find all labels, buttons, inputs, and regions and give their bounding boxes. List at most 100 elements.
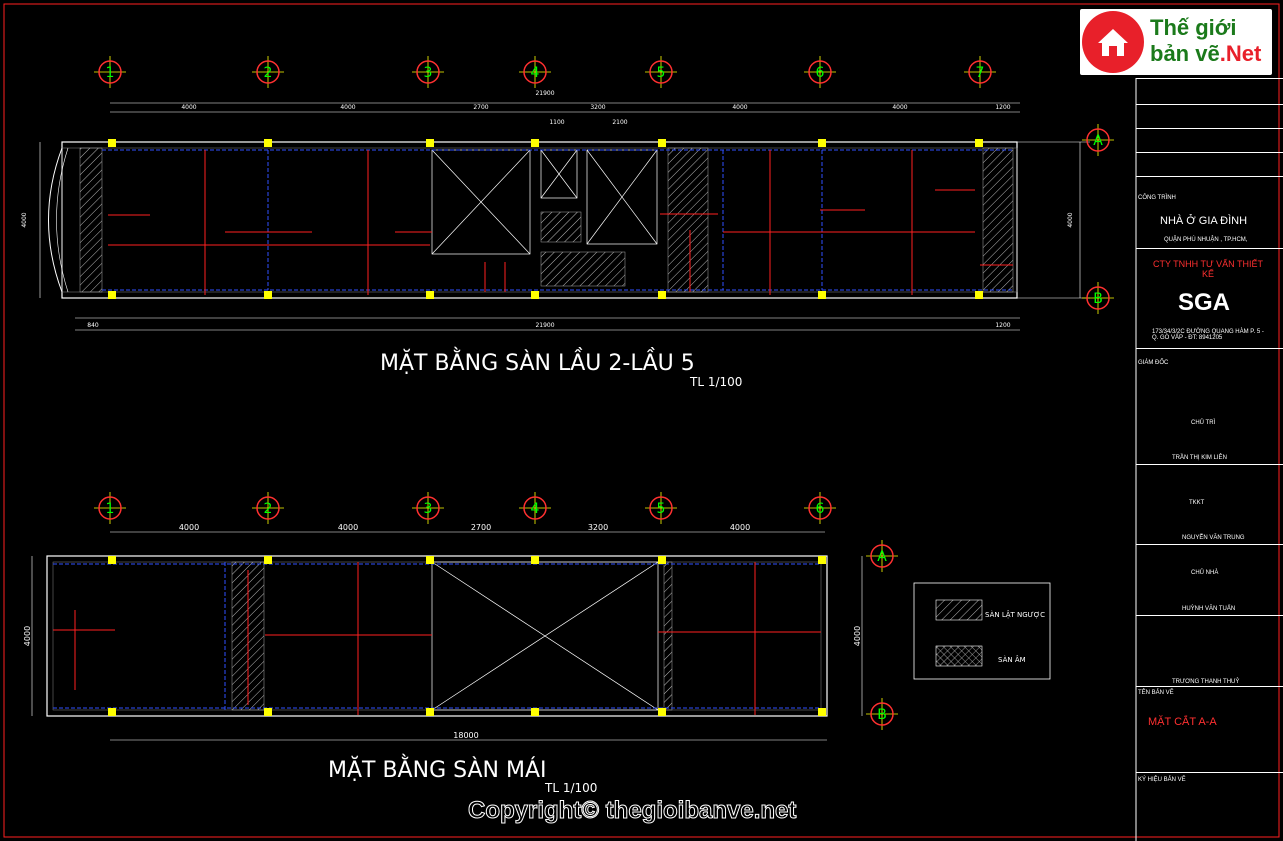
plan1-side-dim: 4000 (21, 212, 28, 227)
svg-text:5: 5 (657, 65, 666, 81)
plan2-scale: TL 1/100 (544, 781, 597, 795)
axis-marker-2: 2 (252, 56, 284, 88)
ky-hieu-label: KÝ HIỆU BẢN VẼ (1138, 777, 1186, 783)
rebar-lines (108, 150, 1013, 295)
company-address: 173/34/3/2C ĐƯỜNG QUANG HÀM P. 5 - Q. GÒ… (1152, 329, 1264, 341)
logo-text-net: .Net (1219, 41, 1262, 66)
axis-marker-6: 6 (804, 56, 836, 88)
svg-text:6: 6 (816, 65, 825, 81)
plan2-axis-markers: 1 2 3 4 5 6A B (94, 492, 898, 730)
plan-2-roof (31, 531, 863, 741)
logo-text-line2: bản vẽ.Net (1150, 41, 1261, 67)
plan1-bottom-dim: 1200 (995, 322, 1010, 329)
address-value: QUẬN PHÚ NHUẬN , TP.HCM, (1164, 237, 1248, 243)
svg-text:4: 4 (531, 65, 540, 81)
plan1-axis-markers: 1 2 3 4 5 6 7A B (94, 56, 1114, 314)
svg-text:1: 1 (106, 501, 115, 517)
svg-text:3: 3 (424, 65, 433, 81)
svg-text:5: 5 (657, 501, 666, 517)
roof-axis-marker-row-B: B (866, 698, 898, 730)
plan1-bottom-dim: 840 (87, 322, 99, 329)
svg-text:2: 2 (264, 501, 273, 517)
giam-doc-label: GIÁM ĐỐC (1138, 360, 1169, 366)
consultant-name: CTY TNHH TƯ VẤN THIẾT KẾ (1152, 259, 1264, 279)
axis-marker-1: 1 (94, 56, 126, 88)
axis-marker-5: 5 (645, 56, 677, 88)
plan2-side-dim-right: 4000 (853, 626, 862, 646)
roof-slab-outline (46, 555, 828, 717)
roof-axis-marker-6: 6 (804, 492, 836, 524)
svg-text:B: B (877, 707, 887, 723)
extra-name-value: TRƯƠNG THANH THUỶ (1172, 679, 1240, 685)
ten-ban-ve-label: TÊN BẢN VẼ (1138, 690, 1174, 696)
plan1-sub-dim: 2100 (612, 119, 627, 126)
roof-axis-marker-5: 5 (645, 492, 677, 524)
company-name: SGA (1178, 289, 1231, 316)
plan1-top-total-dim: 21900 (535, 90, 554, 97)
logo-text-bando: bản vẽ (1150, 41, 1220, 66)
tkkt-label: TKKT (1189, 500, 1205, 506)
plan2-bottom-total-dim: 18000 (453, 731, 478, 740)
plan2-title: MẶT BẰNG SÀN MÁI (328, 754, 547, 783)
plan2-top-dim: 2700 (471, 523, 491, 532)
copyright-watermark: Copyright© thegioibanve.net (467, 797, 797, 825)
beams (102, 149, 1013, 291)
plan1-top-dim: 2700 (473, 104, 488, 111)
legend-label-flipped-slab: SÀN LẬT NGƯỢC (985, 610, 1045, 619)
legend-label-sunken-slab: SÀN ÂM (998, 655, 1026, 664)
roof-axis-marker-2: 2 (252, 492, 284, 524)
chu-nha-label: CHỦ NHÀ (1191, 570, 1219, 576)
plan2-top-dim: 4000 (179, 523, 199, 532)
plan1-top-dim: 4000 (181, 104, 196, 111)
chu-tri-value: TRẦN THỊ KIM LIÊN (1172, 455, 1227, 461)
legend (913, 582, 1051, 680)
cong-trinh-value: NHÀ Ở GIA ĐÌNH (1160, 215, 1248, 227)
plan1-title: MẶT BẰNG SÀN LẦU 2-LẦU 5 (380, 347, 695, 376)
svg-text:1: 1 (106, 65, 115, 81)
axis-marker-7: 7 (964, 56, 996, 88)
chu-nha-value: HUỲNH VĂN TUẤN (1182, 606, 1236, 612)
plan1-sub-dim: 1100 (549, 119, 564, 126)
svg-text:4: 4 (531, 501, 540, 517)
axis-marker-3: 3 (412, 56, 444, 88)
plan1-bottom-dim: 21900 (535, 322, 554, 329)
roof-axis-marker-3: 3 (412, 492, 444, 524)
svg-text:6: 6 (816, 501, 825, 517)
columns (108, 139, 983, 299)
plan2-top-dim: 4000 (730, 523, 750, 532)
svg-text:2: 2 (264, 65, 273, 81)
axis-marker-4: 4 (519, 56, 551, 88)
plan1-scale: TL 1/100 (689, 375, 742, 389)
legend-swatch-sunken-slab (935, 645, 983, 667)
dimension-labels: 21900 4000 4000 2700 3200 4000 4000 1200 1100 210… (21, 90, 1074, 740)
svg-text:7: 7 (976, 65, 985, 81)
chu-tri-label: CHỦ TRÌ (1191, 420, 1216, 426)
svg-text:B: B (1093, 291, 1103, 307)
plan1-top-dim: 3200 (590, 104, 605, 111)
plan1-top-dim: 4000 (892, 104, 907, 111)
hatch-areas (79, 147, 1014, 293)
plan1-top-dim: 4000 (340, 104, 355, 111)
legend-swatch-flipped-slab (935, 599, 983, 621)
roof-axis-marker-4: 4 (519, 492, 551, 524)
site-logo: Thế giới bản vẽ.Net (1080, 9, 1272, 75)
plan2-top-dim: 3200 (588, 523, 608, 532)
logo-text-line1: Thế giới (1150, 15, 1237, 40)
sheet-border (3, 3, 1280, 838)
svg-text:A: A (1093, 133, 1103, 149)
ten-ban-ve-value: MẶT CẮT A-A (1148, 716, 1217, 728)
plan2-top-dim: 4000 (338, 523, 358, 532)
house-icon (1082, 11, 1144, 73)
plan2-side-dim: 4000 (23, 626, 32, 646)
plan1-top-dim: 1200 (995, 104, 1010, 111)
roof-axis-marker-1: 1 (94, 492, 126, 524)
axis-marker-row-B: B (1082, 282, 1114, 314)
svg-text:3: 3 (424, 501, 433, 517)
plan1-top-dim: 4000 (732, 104, 747, 111)
svg-text:A: A (877, 549, 887, 565)
plan-1-floor-2-5 (39, 102, 1090, 331)
plan1-side-dim-right: 4000 (1067, 212, 1074, 227)
axis-marker-row-A: A (1082, 124, 1114, 156)
tkkt-value: NGUYỄN VĂN TRUNG (1182, 535, 1245, 541)
